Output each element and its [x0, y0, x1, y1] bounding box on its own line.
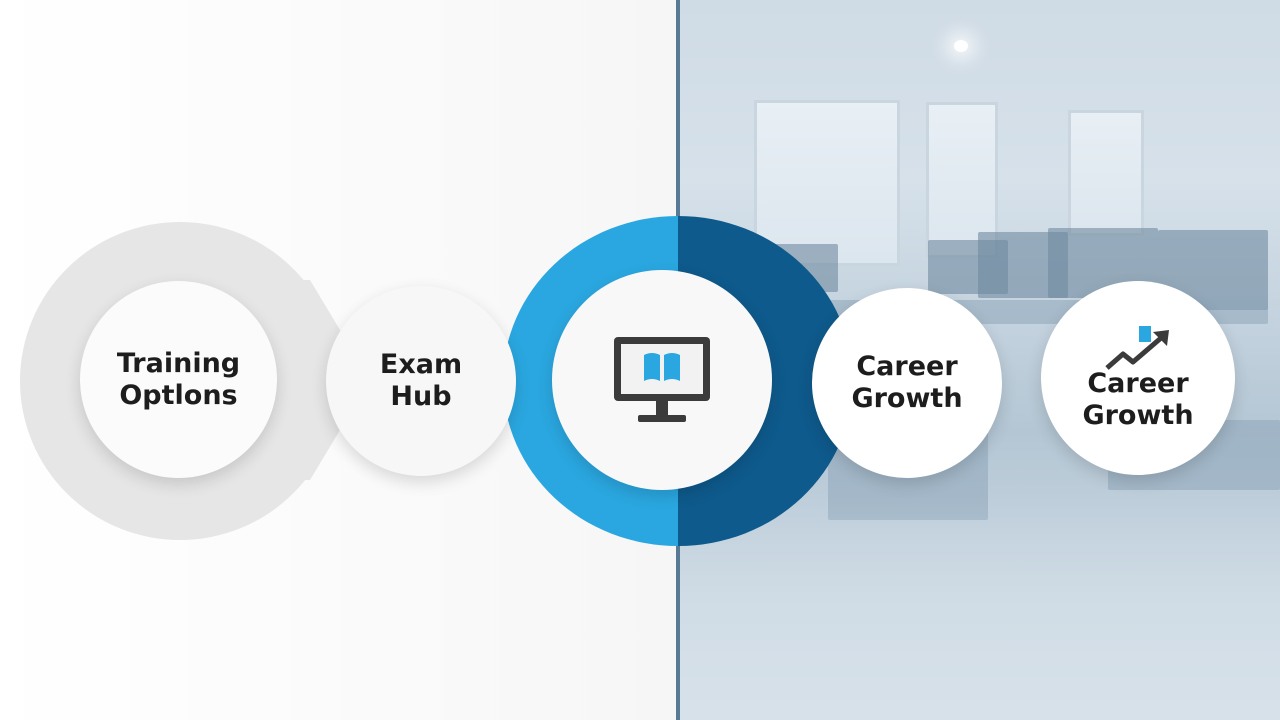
- node-label-line1: Career: [1087, 368, 1189, 399]
- node-label-line2: Hub: [390, 381, 452, 412]
- node-label-line1: Training: [116, 347, 241, 379]
- office-floor: [678, 500, 1280, 720]
- office-window: [1068, 110, 1144, 236]
- office-window: [754, 100, 900, 266]
- career-growth-node[interactable]: Career Growth: [812, 288, 1002, 478]
- node-label-line2: Growth: [1082, 400, 1194, 431]
- monitor-book-icon: [614, 337, 710, 422]
- node-label-line1: Exam: [379, 349, 463, 380]
- training-options-node[interactable]: Training Optlons: [80, 281, 277, 478]
- node-label-line2: Growth: [851, 383, 963, 414]
- ceiling-light: [954, 40, 968, 52]
- node-label-line2: Optlons: [119, 379, 238, 411]
- node-label-line1: Career: [856, 351, 958, 382]
- trend-arrow-icon: [1105, 326, 1169, 370]
- exam-hub-node[interactable]: Exam Hub: [326, 286, 516, 476]
- center-learning-node[interactable]: [552, 270, 772, 490]
- career-growth-node-alt[interactable]: Career Growth: [1041, 281, 1235, 475]
